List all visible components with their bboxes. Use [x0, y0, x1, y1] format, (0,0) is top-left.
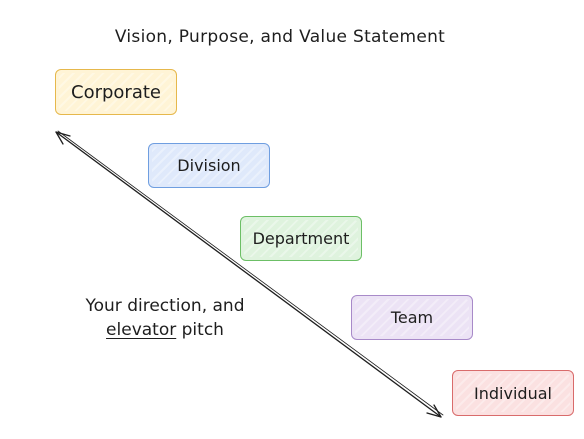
- level-box-division: Division: [148, 143, 270, 188]
- arrow-head-end: [426, 404, 442, 418]
- level-box-department: Department: [240, 216, 362, 261]
- note-line-2: elevator pitch: [60, 318, 270, 342]
- diagram-title: Vision, Purpose, and Value Statement: [114, 27, 446, 47]
- level-box-team: Team: [351, 295, 473, 340]
- level-label-team: Team: [390, 308, 434, 327]
- level-box-corporate: Corporate: [55, 69, 177, 115]
- note-line-1: Your direction, and: [85, 296, 245, 316]
- note-line-2-rest: pitch: [176, 320, 224, 340]
- note-underlined-word: elevator: [106, 320, 177, 340]
- direction-note: Your direction, and elevator pitch: [60, 294, 270, 342]
- level-label-corporate: Corporate: [71, 81, 161, 103]
- level-box-individual: Individual: [452, 370, 574, 416]
- level-label-individual: Individual: [474, 383, 552, 403]
- level-label-division: Division: [177, 156, 241, 175]
- level-label-department: Department: [252, 229, 350, 248]
- arrow-head-start: [55, 131, 71, 145]
